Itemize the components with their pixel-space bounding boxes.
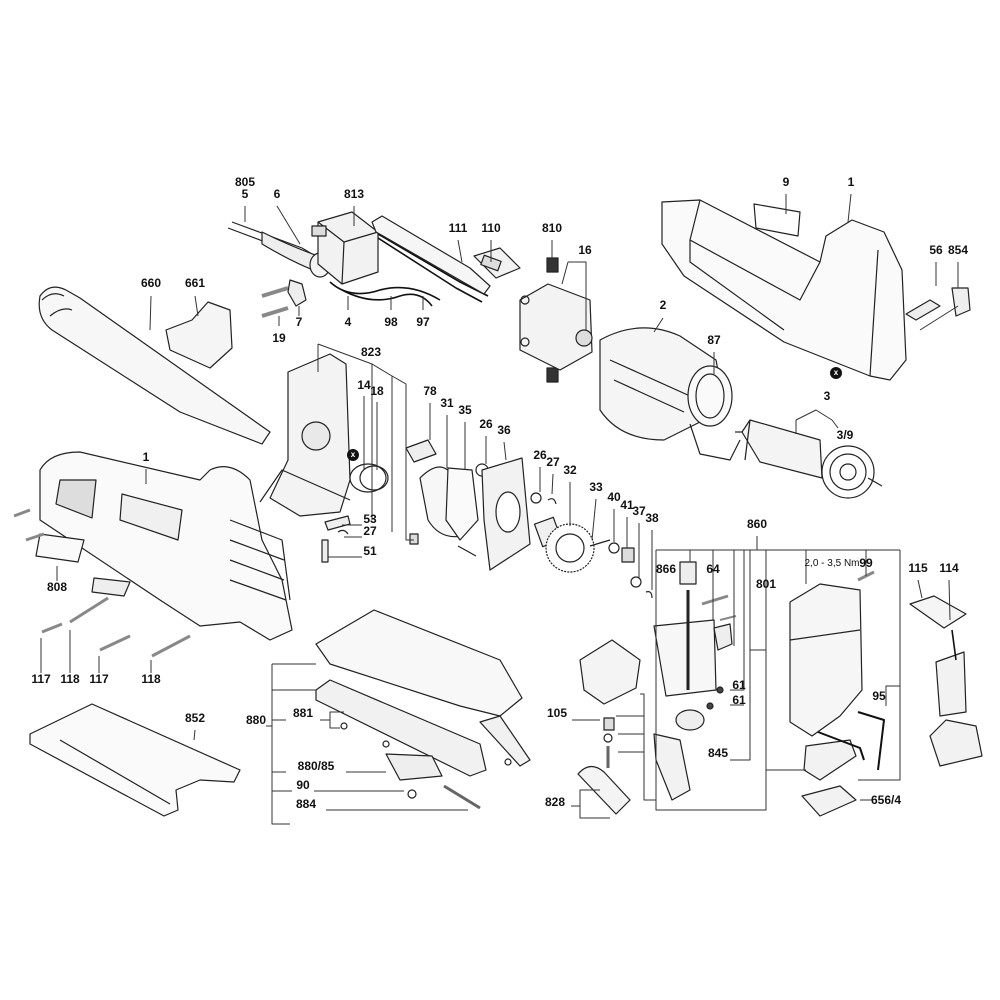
part-label: 884 [295,797,317,811]
drive-gear-part [533,516,653,599]
part-label: 64 [706,562,720,576]
part-label: 26 [533,448,547,462]
assembly-marker-icon: x [830,367,842,379]
part-label: 866 [655,562,677,576]
part-label: 27 [363,524,377,538]
part-label: 813 [343,187,365,201]
part-label: 7 [295,315,303,329]
part-label: 32 [563,463,577,477]
part-label: 880/85 [297,759,335,773]
part-label: 661 [184,276,206,290]
part-label: 114 [939,561,959,575]
part-label: 37 [632,504,646,518]
brush-holder-part [519,257,593,383]
housing-half-left-part [39,451,293,641]
part-label: 6 [273,187,281,201]
foot-plate-assembly-part [315,609,531,810]
part-label: 19 [272,331,286,345]
part-label: 808 [46,580,68,594]
part-label: 1 [142,450,150,464]
part-label: 61 [732,678,746,692]
part-label: 40 [607,490,621,504]
screws-117-118 [13,508,191,658]
part-label: 61 [732,693,746,707]
part-label: 3 [823,389,831,403]
part-label: 1 [847,175,855,189]
armature-part [735,419,883,499]
part-label: 118 [141,672,161,686]
part-label: 860 [746,517,768,531]
chip-guard-part [165,301,233,369]
part-label: 845 [707,746,729,760]
part-label: 852 [184,711,206,725]
part-label: 51 [363,544,377,558]
leader-lines [40,193,959,825]
part-label: 27 [546,455,560,469]
part-label: 2,0 - 3,5 Nm [804,558,860,569]
part-label: 117 [89,672,109,686]
part-label: 16 [578,243,592,257]
spring-part [349,463,389,493]
part-label: 115 [908,561,928,575]
part-label: 805 [234,175,256,189]
motor-housing-front-part [789,570,875,817]
part-label: 26 [479,417,493,431]
cable-grommet-part [905,287,971,321]
pendulum-support-part [577,639,641,815]
small-parts-53-27-51 [321,515,419,563]
part-label: 660 [140,276,162,290]
part-label: 41 [620,498,634,512]
dust-extraction-tube-part [38,286,271,445]
part-label: 3/9 [836,428,854,442]
washer-circlip-part [530,492,557,505]
part-label: 110 [481,221,501,235]
label-plate-part [35,533,131,597]
part-label: 801 [755,577,777,591]
part-label: 656/4 [870,793,902,807]
electronics-module-part [909,595,983,767]
part-label: 98 [384,315,398,329]
part-label: 4 [344,315,352,329]
part-label: 78 [423,384,437,398]
gear-plates-part [405,439,531,571]
cable-clamp-part [261,279,307,318]
part-label: 53 [363,512,377,526]
part-label: 90 [296,778,310,792]
air-guide-ring-part [687,365,741,461]
part-label: 2 [659,298,667,312]
base-plate-cover-part [29,703,241,817]
part-label: 33 [589,480,603,494]
part-label: 5 [241,187,249,201]
part-label: 105 [546,706,568,720]
part-label: 38 [645,511,659,525]
switch-module-part [311,211,379,285]
part-label: 828 [544,795,566,809]
part-label: 36 [497,423,511,437]
wire-95-part [817,711,885,771]
part-label: 18 [370,384,384,398]
part-label: 810 [541,221,563,235]
part-label: 880 [245,713,267,727]
part-label: 14 [357,378,371,392]
part-label: 823 [360,345,382,359]
part-label: 99 [859,556,873,570]
part-label: 95 [872,689,886,703]
part-label: 9 [782,175,790,189]
plunger-guide-assembly-part [653,561,737,801]
part-label: 118 [60,672,80,686]
part-label: 111 [448,221,468,235]
gear-housing-part [259,353,351,517]
part-label: 97 [416,315,430,329]
part-label: 35 [458,403,472,417]
part-label: 881 [292,706,314,720]
switch-bracket-part [371,215,521,295]
part-label: 56 [929,243,943,257]
part-label: 87 [707,333,721,347]
part-label: 854 [947,243,969,257]
assembly-marker-icon: x [347,449,359,461]
part-label: 31 [440,396,454,410]
housing-half-right-part [661,199,907,381]
part-label: 117 [31,672,51,686]
